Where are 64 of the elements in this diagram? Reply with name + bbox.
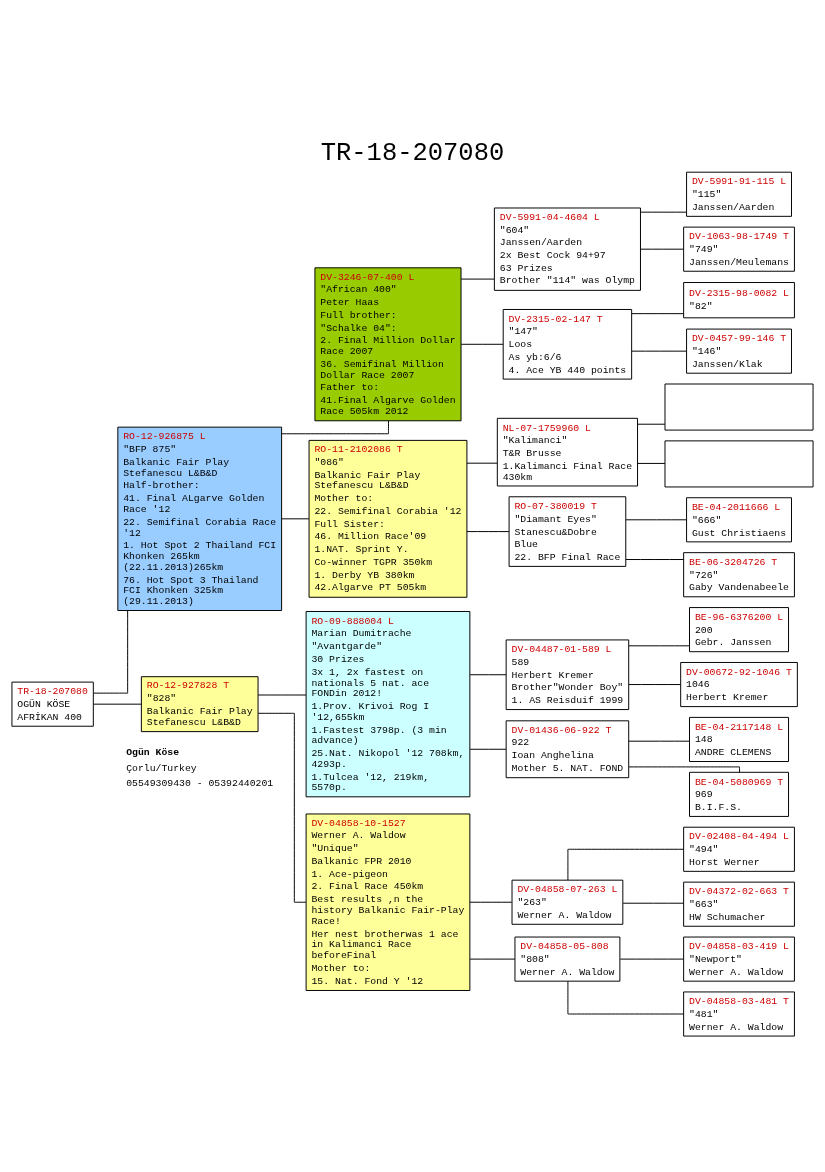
node-box: RO-11-2102086 T "086" Balkanic Fair Play Stefanescu L&B&D Mother to: 22. Semifinal Corabia '12 Full Sister: 46. Million Race'09 1.NAT. Sprint Y. Co-winner TGPR 350km 1. Derby YB 380km 42.Algarve PT 505km xyxy=(308,439,468,598)
node-box: RO-09-888004 L Marian Dumitrache "Avantgarde" 30 Prizes 3x 1, 2x fastest on nationals 5 nat. ace FONDin 2012! 1.Prov. Krivoi Rog I '12,655km 1.Fastest 3798p. (3 min advance) 25.Nat. Nikopol '12 708km, 4293p. 1.Tulcea '12, 219km, 5570p. xyxy=(305,611,471,798)
node-box: DV-1063-98-1749 T "749" Janssen/Meulemans xyxy=(683,226,795,272)
connector xyxy=(466,462,498,464)
connector xyxy=(257,712,307,903)
node-box: BE-04-2117148 L 148 ANDRE CLEMENS xyxy=(689,716,790,762)
connector xyxy=(637,462,666,464)
connector xyxy=(469,901,513,903)
node-box: RO-12-926875 L "BFP 875" Balkanic Fair Play Stefanescu L&B&D Half-brother: 41. Final ALgarve Golden Race '12 22. Semifinal Corabia Race '12 1. Hot Spot 2 Thailand FCI Khonken 265km (22.11.2013)265km 76. Hot Spot 3 Thailand FCI Khonken 325km (29.11.2013) xyxy=(117,426,283,611)
node-box: DV-00672-92-1046 T 1046 Herbert Kremer xyxy=(680,662,798,708)
label: 05549309430 - 05392440201 xyxy=(126,777,274,789)
connector xyxy=(469,958,516,960)
node-box: RO-07-380019 T "Diamant Eyes" Stanescu&Dobre Blue 22. BFP Final Race xyxy=(508,496,627,567)
node-box: DV-3246-07-400 L "African 400" Peter Haas Full brother: "Schalke 04": 2. Final Million Dollar Race 2007 36. Semifinal Million Dollar Race 2007 Father to: 41.Final Algarve Golden Race 505km 2012 xyxy=(314,267,462,422)
node-box: DV-04858-03-419 L "Newport" Werner A. Waldow xyxy=(683,936,795,982)
connector xyxy=(628,684,682,686)
connector xyxy=(628,766,740,773)
node-box: NL-07-1759960 L "Kalimanci" T&R Brusse 1.Kalimanci Final Race 430km xyxy=(496,417,639,487)
node-box xyxy=(664,383,814,431)
connector xyxy=(460,343,504,345)
connector xyxy=(469,748,507,750)
connector xyxy=(631,313,685,315)
node-box: DV-04372-02-663 T "663" HW Schumacher xyxy=(683,881,795,927)
connector xyxy=(93,610,129,694)
node-box: RO-12-927828 T "828" Balkanic Fair Play Stefanescu L&B&D xyxy=(140,676,259,733)
connector xyxy=(567,980,684,1015)
node-box: BE-96-6376200 L 200 Gebr. Janssen xyxy=(689,607,790,653)
node-box: DV-04858-05-808 "808" Werner A. Waldow xyxy=(514,936,621,982)
node-box: BE-06-3204726 T "726" Gaby Vandenabeele xyxy=(683,552,795,598)
connector xyxy=(628,740,690,742)
connector xyxy=(625,519,687,521)
node-box: DV-02408-04-494 L "494" Horst Werner xyxy=(683,826,795,872)
node-box: DV-5991-91-115 L "115" Janssen/Aarden xyxy=(686,171,792,217)
connector xyxy=(631,350,687,352)
node-box: DV-2315-98-0082 L "82" xyxy=(683,282,795,319)
label: Çorlu/Turkey xyxy=(126,762,197,774)
node-box: TR-18-207080 OGÜN KÖSE AFRİKAN 400 xyxy=(11,681,94,727)
node-box: DV-04858-07-263 L "263" Werner A. Waldow xyxy=(511,879,624,925)
node-box: DV-2315-02-147 T "147" Loos As yb:6/6 4. Ace YB 440 points xyxy=(502,309,633,380)
diagram-title: TR-18-207080 xyxy=(320,139,505,169)
node-box: DV-04858-10-1527 Werner A. Waldow "Unique" Balkanic FPR 2010 1. Ace-pigeon 2. Final Race 450km Best results ,n the history Balkanic Fair-Play Race! Her nest brotherwas 1 ace in Kalimanci Race beforeFinal Mother to: 15. Nat. Fond Y '12 xyxy=(305,813,471,991)
connector xyxy=(640,248,684,250)
connector xyxy=(460,278,495,280)
connector xyxy=(281,518,310,520)
connector xyxy=(619,958,684,960)
connector xyxy=(466,531,510,533)
node-box: DV-04858-03-481 T "481" Werner A. Waldow xyxy=(683,991,795,1037)
node-box: DV-01436-06-922 T 922 Ioan Anghelina Mother 5. NAT. FOND xyxy=(505,720,630,779)
label: Ogün Köse xyxy=(126,747,180,759)
connector xyxy=(93,703,142,705)
connector xyxy=(622,902,685,904)
node-box xyxy=(664,440,814,488)
connector xyxy=(257,694,307,696)
node-box: DV-5991-04-4604 L "604" Janssen/Aarden 2x Best Cock 94+97 63 Prizes Brother "114" was Olymp xyxy=(493,207,641,291)
connector xyxy=(637,423,666,425)
node-box: DV-0457-99-146 T "146" Janssen/Klak xyxy=(686,328,792,374)
connector xyxy=(625,559,685,560)
connector xyxy=(628,645,690,647)
node-box: BE-04-5080969 T 969 B.I.F.S. xyxy=(689,771,790,817)
node-box: BE-04-2011666 L "666" Gust Christiaens xyxy=(686,497,792,543)
node-box: DV-04487-01-589 L 589 Herbert Kremer Brother"Wonder Boy" 1. AS Reisduif 1999 xyxy=(505,639,630,711)
connector xyxy=(567,848,684,881)
connector xyxy=(469,674,507,676)
connector xyxy=(640,211,687,213)
